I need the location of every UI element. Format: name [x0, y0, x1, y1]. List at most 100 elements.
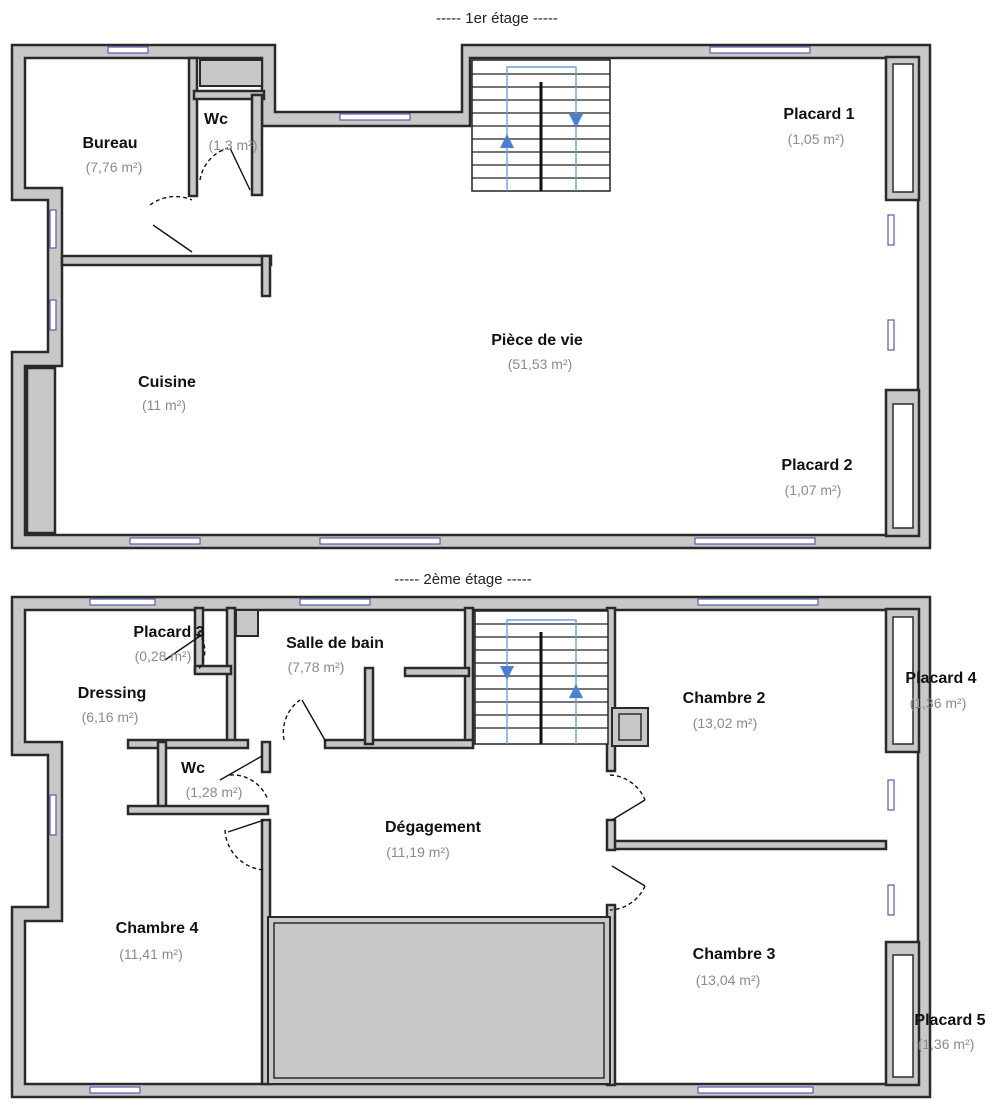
window — [129, 537, 201, 545]
floor-1-left-closet-frame — [25, 366, 57, 535]
wc-right-wall-top — [260, 740, 272, 774]
bath-shelf-wall — [403, 666, 471, 678]
room-chambre-3: Chambre 3 (13,04 m²) — [693, 946, 776, 988]
staircase-floor-1 — [471, 59, 611, 192]
bureau-door[interactable] — [149, 195, 193, 253]
chambre-2-door[interactable] — [609, 774, 646, 821]
room-name: Pièce de vie — [491, 332, 583, 349]
room-area: (11,19 m²) — [386, 844, 450, 860]
window — [89, 598, 156, 606]
room-placard-3: Placard 3 (0,28 m²) — [133, 624, 204, 664]
wc-door[interactable] — [219, 755, 269, 801]
wc-door[interactable] — [199, 147, 251, 191]
room-name: Dégagement — [385, 819, 482, 836]
room-area: (1,05 m²) — [788, 131, 845, 147]
placard-3-bottom-wall — [193, 664, 233, 676]
stair-up-arrow-icon — [569, 684, 583, 698]
room-name: Wc — [181, 760, 205, 777]
window — [694, 537, 816, 545]
window — [339, 113, 411, 121]
room-salle-de-bain: Salle de bain (7,78 m²) — [286, 635, 384, 675]
room-area: (11,41 m²) — [119, 946, 183, 962]
window — [697, 598, 819, 606]
room-name: Chambre 2 — [683, 690, 766, 707]
window — [319, 537, 441, 545]
room-chambre-4: Chambre 4 (11,41 m²) — [116, 920, 199, 962]
floor-2: ----- 2ème étage ----- — [10, 571, 986, 1099]
window — [697, 1086, 814, 1094]
wc-top-wall — [192, 89, 266, 101]
room-name: Placard 4 — [905, 670, 976, 687]
room-name: Placard 1 — [783, 106, 854, 123]
window — [49, 299, 57, 331]
room-area: (51,53 m²) — [508, 356, 573, 372]
placard-2-interior — [892, 403, 914, 529]
floor-2-exterior-wall — [10, 595, 932, 1099]
room-cuisine: Cuisine (11 m²) — [138, 374, 196, 413]
window — [887, 884, 895, 916]
chimney-inner — [618, 713, 642, 741]
room-area: (1,3 m²) — [209, 137, 258, 153]
room-placard-1: Placard 1 (1,05 m²) — [783, 106, 854, 147]
room-placard-2: Placard 2 (1,07 m²) — [781, 457, 852, 498]
window — [709, 46, 811, 54]
room-placard-5: Placard 5 (1,36 m²) — [914, 1012, 985, 1052]
window — [299, 598, 371, 606]
room-area: (7,78 m²) — [288, 659, 345, 675]
wc-right-wall — [250, 93, 264, 197]
placard-1-interior — [892, 63, 914, 193]
bath-partition — [363, 666, 375, 746]
dressing-bottom-wall — [126, 738, 250, 750]
stairwell-void-inner — [273, 922, 605, 1079]
chambre-door-jamb — [605, 818, 617, 852]
room-degagement: Dégagement (11,19 m²) — [385, 819, 482, 860]
window — [107, 46, 149, 54]
wall-stub — [260, 254, 272, 298]
room-area: (6,16 m²) — [82, 709, 139, 725]
room-name: Chambre 3 — [693, 946, 776, 963]
room-area: (7,76 m²) — [86, 159, 143, 175]
floor-1-label: ----- 1er étage ----- — [436, 10, 558, 27]
room-placard-4: Placard 4 (1,36 m²) — [905, 670, 976, 711]
room-area: (1,28 m²) — [186, 784, 243, 800]
wc-fixture — [199, 59, 263, 87]
room-piece-de-vie: Pièce de vie (51,53 m²) — [491, 332, 583, 372]
window — [887, 319, 895, 351]
room-area: (1,07 m²) — [785, 482, 842, 498]
chambre2-chambre3-wall — [608, 839, 888, 851]
stair-up-arrow-icon — [500, 134, 514, 148]
room-bureau: Bureau (7,76 m²) — [82, 135, 142, 175]
placard-3-door[interactable] — [164, 631, 206, 671]
chambre-4-door[interactable] — [224, 819, 266, 871]
room-dressing: Dressing (6,16 m²) — [78, 685, 146, 725]
bath-bottom-wall — [323, 738, 475, 750]
placard-5-interior — [892, 954, 914, 1078]
window — [49, 794, 57, 836]
room-area: (13,02 m²) — [693, 715, 758, 731]
wc-bottom-wall — [126, 804, 270, 816]
room-area: (11 m²) — [142, 397, 186, 413]
room-chambre-2: Chambre 2 (13,02 m²) — [683, 690, 766, 731]
room-name: Dressing — [78, 685, 146, 702]
room-area: (1,36 m²) — [910, 695, 967, 711]
room-name: Bureau — [82, 135, 137, 152]
window — [89, 1086, 141, 1094]
window — [49, 209, 57, 249]
staircase-floor-2 — [474, 610, 609, 745]
floor-2-label: ----- 2ème étage ----- — [394, 571, 532, 588]
room-name: Placard 3 — [133, 624, 204, 641]
stair-down-arrow-icon — [569, 114, 583, 128]
floor-1: ----- 1er étage ----- — [10, 10, 932, 550]
salle-de-bain-door[interactable] — [282, 699, 327, 743]
room-area: (0,28 m²) — [135, 648, 192, 664]
window — [887, 779, 895, 811]
stair-down-arrow-icon — [500, 666, 514, 680]
chambre-3-door[interactable] — [609, 865, 646, 911]
room-name: Chambre 4 — [116, 920, 199, 937]
room-name: Placard 5 — [914, 1012, 985, 1029]
duct-fixture — [235, 609, 259, 637]
room-wc: Wc (1,28 m²) — [181, 760, 242, 800]
bureau-bottom-wall — [60, 254, 273, 267]
room-area: (13,04 m²) — [696, 972, 761, 988]
